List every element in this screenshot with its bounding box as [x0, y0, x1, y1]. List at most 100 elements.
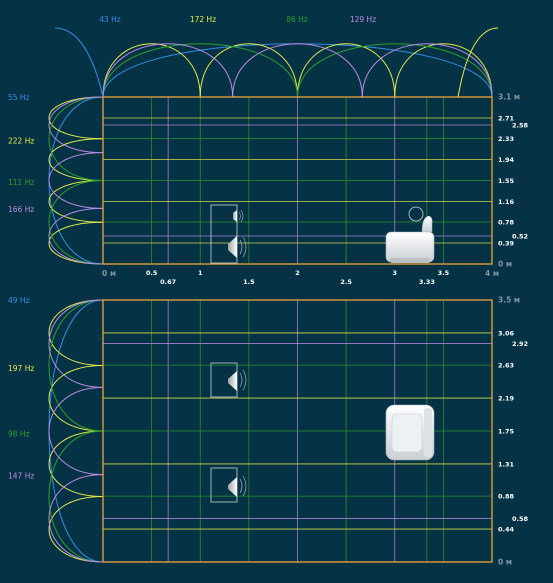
- mode-lobe: [102, 43, 234, 98]
- height-tick-label: 3.1 м: [498, 93, 520, 102]
- mode-label: 166 Hz: [8, 205, 34, 214]
- mode-lobe: [297, 43, 493, 98]
- armchair-top-view[interactable]: [385, 404, 435, 461]
- height-tick-label: 0 м: [498, 260, 512, 269]
- mode-label: 172 Hz: [190, 15, 216, 24]
- height-tick-label: 1.31: [498, 460, 515, 468]
- chair-seat-icon: [385, 231, 435, 263]
- mode-lobe: [48, 207, 104, 265]
- depth-mode-labels: 49 Hz 197 Hz 98 Hz 147 Hz: [8, 296, 34, 481]
- height-mode-curves: [48, 96, 104, 265]
- woofer-icon: [228, 236, 247, 258]
- speaker-cone-icon: [228, 369, 247, 391]
- height-tick-label: 0 м: [498, 558, 512, 567]
- mode-label: 98 Hz: [8, 430, 30, 439]
- width-tick-label: 1: [198, 269, 203, 277]
- mode-lobe: [48, 365, 104, 432]
- elevation-grid: [103, 97, 492, 264]
- height-tick-label: 2.33: [498, 135, 514, 143]
- tweeter-icon: [233, 209, 244, 223]
- width-tick-label: 0.5: [146, 269, 158, 277]
- mode-lobe: [48, 299, 104, 366]
- chair-base-icon: [390, 258, 430, 263]
- height-tick-label: 1.75: [498, 428, 515, 436]
- mode-label: 129 Hz: [350, 15, 376, 24]
- height-tick-label: 0.44: [498, 526, 515, 534]
- mode-label: 49 Hz: [8, 296, 30, 305]
- width-tick-label: 4 м: [485, 269, 499, 278]
- mode-lobe: [48, 386, 104, 476]
- width-mode-labels: 43 Hz 172 Hz 86 Hz 129 Hz: [99, 15, 376, 24]
- height-tick-label: 0.78: [498, 218, 515, 226]
- height-tick-label: 2.19: [498, 395, 515, 403]
- mode-lobe: [48, 180, 104, 223]
- width-tick-label: 2.5: [340, 278, 352, 286]
- armchair-side-view[interactable]: [385, 206, 435, 263]
- mode-lobe: [102, 43, 201, 98]
- width-tick-label: 3.33: [419, 278, 435, 286]
- height-tick-label: 3.06: [498, 329, 515, 337]
- speaker-cone-icon: [228, 475, 247, 497]
- height-tick-label: 0.58: [512, 515, 529, 523]
- mode-lobe: [199, 43, 298, 98]
- mode-lobe: [361, 43, 493, 98]
- chair-cushion-icon: [391, 413, 423, 453]
- width-tick-label: 1.5: [243, 278, 255, 286]
- speaker-top-view-lower[interactable]: [210, 467, 247, 503]
- chair-back-icon: [421, 215, 433, 233]
- mode-lobe-edge: [54, 27, 104, 98]
- mode-lobe: [48, 96, 104, 181]
- width-tick-label: 0 м: [102, 269, 116, 278]
- mode-lobe: [394, 43, 493, 98]
- speaker-cabinet-outline: [210, 204, 238, 264]
- mode-lobe: [48, 496, 104, 563]
- width-tick-label: 3: [392, 269, 397, 277]
- mode-lobe: [48, 430, 104, 563]
- mode-label: 147 Hz: [8, 472, 34, 481]
- height-tick-label: 0.52: [512, 232, 528, 240]
- mode-label: 43 Hz: [99, 15, 121, 24]
- mode-lobe: [297, 43, 396, 98]
- mode-label: 197 Hz: [8, 364, 34, 373]
- plan-grid: [103, 300, 492, 562]
- listener-head-icon: [408, 206, 424, 222]
- height-tick-label: 0.88: [498, 493, 515, 501]
- width-mode-curves: [54, 27, 499, 98]
- mode-lobe: [102, 43, 298, 98]
- plan-room-frame: [102, 299, 493, 563]
- height-tick-label: 1.94: [498, 156, 515, 164]
- speaker-top-view-upper[interactable]: [210, 362, 247, 398]
- height-tick-label: 2.58: [512, 122, 529, 130]
- elevation-height-ticks: 3.1 м 2.712.58 2.33 1.94 1.55 1.16 0.78 0.520.3…: [498, 93, 529, 269]
- mode-label: 86 Hz: [286, 15, 308, 24]
- height-tick-label: 3.5 м: [498, 296, 520, 305]
- mode-label: 55 Hz: [8, 93, 30, 102]
- width-tick-label: 0.67: [160, 278, 176, 286]
- depth-mode-curves: [48, 299, 104, 563]
- mode-lobe: [48, 180, 104, 265]
- mode-lobe: [48, 221, 104, 265]
- height-tick-label: 1.16: [498, 198, 515, 206]
- mode-lobe: [48, 152, 104, 209]
- mode-lobe: [48, 299, 104, 432]
- height-tick-label: 2.71: [498, 115, 515, 123]
- mode-lobe: [48, 299, 104, 388]
- mode-label: 111 Hz: [8, 178, 34, 187]
- plan-depth-ticks: 3.5 м 3.06 2.92 2.63 2.19 1.75 1.31 0.88 0.58 0.4…: [498, 296, 529, 567]
- height-tick-label: 2.63: [498, 362, 514, 370]
- mode-lobe-edge: [457, 27, 499, 98]
- mode-lobe: [48, 474, 104, 563]
- mode-lobe: [232, 43, 363, 98]
- height-tick-label: 1.55: [498, 177, 515, 185]
- mode-label: 222 Hz: [8, 136, 34, 145]
- mode-lobe: [48, 96, 104, 154]
- chair-back-icon: [424, 408, 432, 457]
- height-mode-labels: 55 Hz 222 Hz 111 Hz 166 Hz: [8, 93, 34, 214]
- mode-lobe: [48, 138, 104, 181]
- height-tick-label: 0.39: [498, 239, 515, 247]
- elevation-room-frame: [102, 96, 493, 265]
- height-tick-label: 2.92: [512, 340, 528, 348]
- speaker-side-view[interactable]: [210, 204, 247, 264]
